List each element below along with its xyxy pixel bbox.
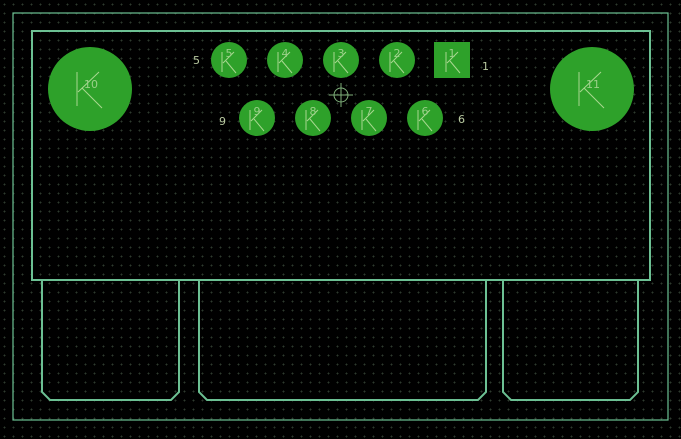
housing-tab-center	[198, 281, 487, 401]
mounting-pad-left[interactable]: 10	[48, 47, 132, 131]
pad-9[interactable]: 9	[239, 100, 275, 136]
silk-label-6: 6	[458, 113, 465, 126]
pad-label-9: 9	[254, 105, 261, 118]
housing-tab-left	[41, 281, 180, 401]
pad-label-5: 5	[226, 47, 233, 60]
pad-5[interactable]: 5	[211, 42, 247, 78]
pad-3[interactable]: 3	[323, 42, 359, 78]
pad-label-1: 1	[449, 47, 456, 60]
pad-7[interactable]: 7	[351, 100, 387, 136]
origin-crosshair-icon	[329, 83, 353, 107]
mounting-pad-right[interactable]: 11	[550, 47, 634, 131]
silk-label-9: 9	[219, 115, 226, 128]
silk-label-1: 1	[482, 60, 489, 73]
housing-tab-right	[502, 281, 639, 401]
pad-label-8: 8	[310, 105, 317, 118]
pad-8[interactable]: 8	[295, 100, 331, 136]
pad-1-square[interactable]: 1	[434, 42, 470, 78]
pad-label-6: 6	[422, 105, 429, 118]
connector-body-outline	[31, 30, 651, 281]
pad-label-2: 2	[394, 47, 401, 60]
pad-4[interactable]: 4	[267, 42, 303, 78]
pad-6[interactable]: 6	[407, 100, 443, 136]
pad-label-3: 3	[338, 47, 345, 60]
silk-label-5: 5	[193, 54, 200, 67]
pad-label-11: 11	[586, 78, 600, 91]
pad-label-4: 4	[282, 47, 289, 60]
pad-label-10: 10	[84, 78, 98, 91]
pad-2[interactable]: 2	[379, 42, 415, 78]
board-outline	[12, 12, 669, 421]
pad-label-7: 7	[366, 105, 373, 118]
